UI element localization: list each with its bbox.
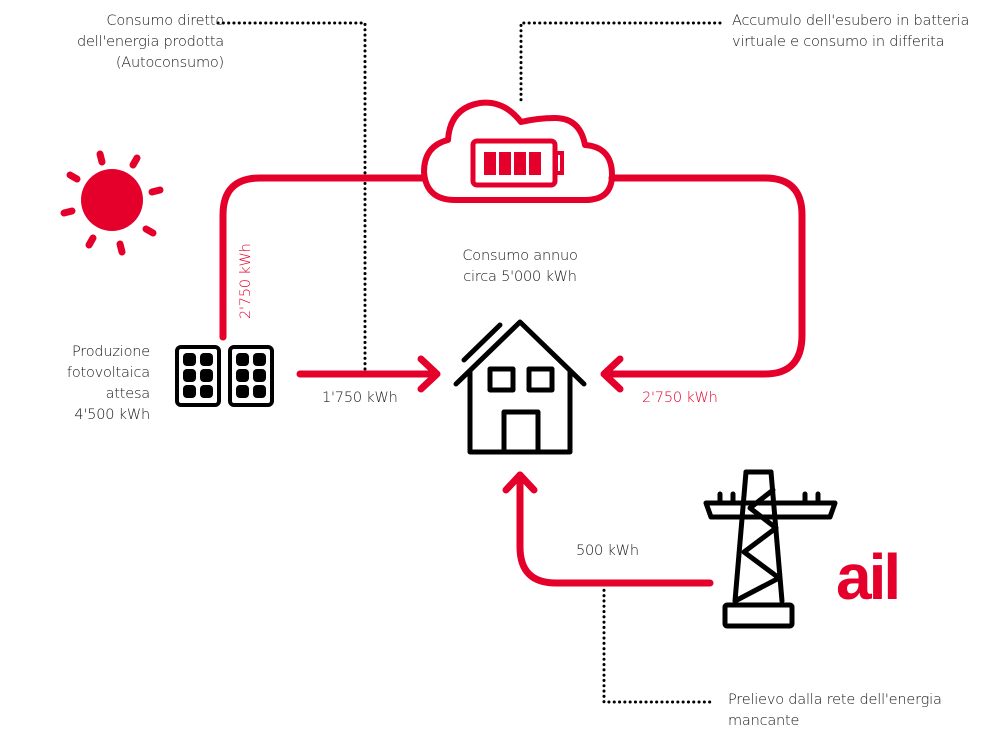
callout-line: Prelievo dalla rete dell'energia — [728, 692, 942, 708]
flow-line-from-cloud — [601, 174, 806, 378]
production-label: Produzione fotovoltaica attesa 4'500 kWh — [20, 342, 150, 426]
callout-leader-virtual-battery — [519, 21, 722, 106]
solar-panel-icon — [175, 345, 274, 407]
flow-line-from-grid — [516, 471, 714, 587]
callout-line: Consumo diretto — [106, 13, 224, 29]
callout-line: (Autoconsumo) — [115, 55, 224, 71]
callout-virtual-battery: Accumulo dell'esubero in batteria virtua… — [732, 11, 992, 53]
production-line: 4'500 kWh — [74, 407, 150, 423]
flow-arrowhead-from-grid — [502, 471, 538, 494]
sun-icon — [60, 150, 164, 256]
consumption-line: circa 5'000 kWh — [463, 269, 577, 285]
flow-value-direct: 1'750 kWh — [322, 390, 398, 406]
callout-line: virtuale e consumo in differita — [732, 34, 945, 50]
flow-value-from-cloud: 2'750 kWh — [642, 390, 718, 406]
callout-line: dell'energia prodotta — [77, 34, 224, 50]
flow-line-to-cloud — [219, 174, 428, 341]
ail-logo: ail — [836, 541, 901, 613]
callout-leader-grid-withdrawal — [602, 583, 712, 704]
flow-value-to-cloud: 2'750 kWh — [238, 243, 254, 319]
flow-arrowhead-from-cloud — [600, 355, 624, 393]
consumption-label: Consumo annuo circa 5'000 kWh — [420, 246, 620, 288]
power-pylon-icon — [703, 469, 838, 629]
flow-value-from-grid: 500 kWh — [576, 543, 639, 559]
house-icon — [453, 319, 587, 455]
flow-arrowhead-direct — [417, 355, 441, 393]
callout-self-consumption: Consumo diretto dell'energia prodotta (A… — [40, 11, 224, 74]
callout-line: Accumulo dell'esubero in batteria — [732, 13, 970, 29]
production-line: Produzione — [71, 344, 150, 360]
callout-grid-withdrawal: Prelievo dalla rete dell'energia mancant… — [728, 690, 988, 732]
callout-line: mancante — [728, 713, 800, 729]
cloud-icon — [421, 99, 615, 203]
battery-full-icon — [470, 138, 564, 188]
callout-leader-self-consumption — [216, 21, 367, 372]
production-line: fotovoltaica attesa — [66, 365, 150, 402]
consumption-line: Consumo annuo — [462, 248, 578, 264]
